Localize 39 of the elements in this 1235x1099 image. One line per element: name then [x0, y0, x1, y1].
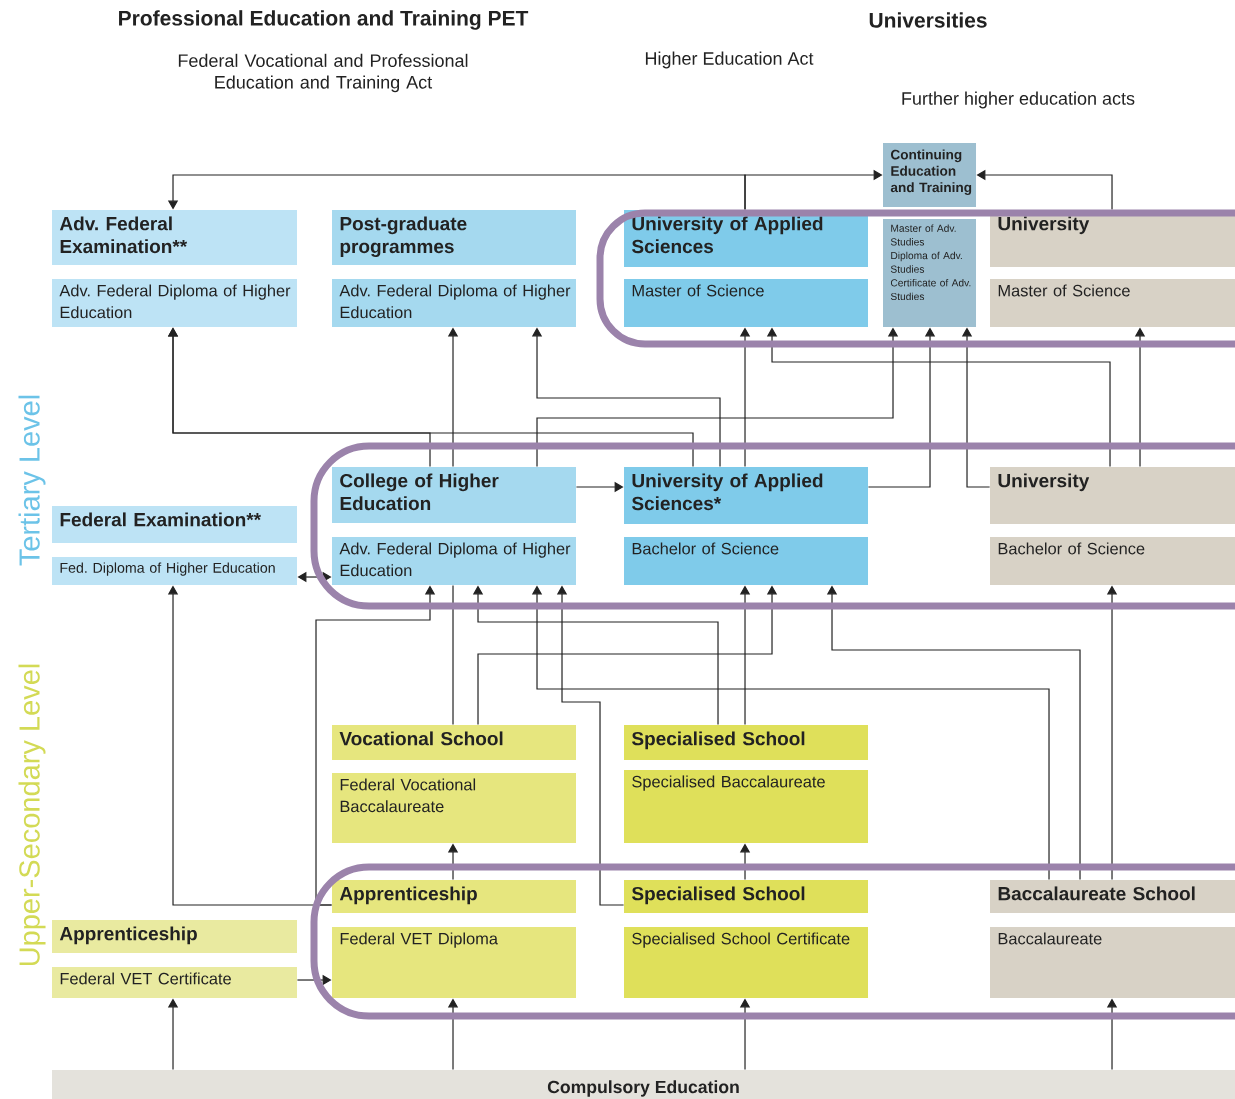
connector-line	[452, 584, 454, 726]
node-label: Specialised School	[631, 731, 805, 750]
act-name: Higher Education Act	[645, 51, 814, 69]
school-box: Apprenticeship Federal VET Certificate	[52, 920, 297, 998]
school-box: Vocational School Federal Vocational Baccalaureate	[332, 725, 576, 843]
school-box: Baccalaureate School Baccalaureate	[990, 880, 1235, 998]
education-band: Compulsory Education	[52, 1070, 1235, 1099]
node-label: Adv. Federal Diploma of Higher Education	[339, 542, 571, 577]
node-label: Federal VET Certificate	[60, 972, 231, 985]
act-name: Federal Vocational and Professional Education and Training Act	[178, 53, 468, 93]
node-label: Bachelor of Science	[998, 542, 1145, 555]
school-box: Specialised School Specialised School Certificate	[624, 880, 868, 998]
school-box: University Bachelor of Science	[990, 467, 1235, 585]
school-box: Continuing Education and Training Master of Adv. Studies Diploma of Adv. Studies Certificate of Adv. Studies	[883, 143, 976, 327]
node-label: Adv. Federal Diploma of Higher Education	[339, 284, 571, 319]
node-label: Master of Science	[998, 284, 1130, 297]
school-box: University of Applied Sciences Master of Science	[624, 210, 868, 327]
node-label: Adv. Federal Diploma of Higher Education	[59, 284, 291, 319]
column-heading: Universities	[869, 12, 987, 28]
node-label: Fed. Diploma of Higher Education	[60, 562, 275, 576]
node-label: Baccalaureate School	[998, 886, 1195, 901]
school-box: University of Applied Sciences* Bachelor of Science	[624, 467, 868, 585]
school-box: University Master of Science	[990, 210, 1235, 327]
school-box: Adv. Federal Examination** Adv. Federal Diploma of Higher Education	[52, 210, 297, 327]
node-label: Continuing Education and Training	[890, 149, 972, 195]
side-heading: Tertiary Level	[18, 395, 46, 566]
column-heading: Professional Education and Training PET	[119, 10, 529, 30]
node-label: Master of Science	[632, 284, 764, 297]
school-box: Specialised School Specialised Baccalaureate	[624, 725, 868, 843]
node-label: Bachelor of Science	[632, 542, 779, 555]
node-label: Specialised School	[631, 886, 805, 905]
node-label: Apprenticeship	[339, 886, 477, 905]
school-box: College of Higher Education Adv. Federal Diploma of Higher Education	[332, 467, 576, 585]
side-heading: Upper-Secondary Level	[18, 664, 46, 966]
school-box: Post-graduate programmes Adv. Federal Diploma of Higher Education	[332, 210, 576, 327]
school-box: Federal Examination** Fed. Diploma of Higher Education	[52, 506, 297, 585]
node-label: Vocational School	[339, 731, 503, 746]
school-box: Apprenticeship Federal VET Diploma	[332, 880, 576, 998]
act-name: Further higher education acts	[902, 91, 1135, 109]
